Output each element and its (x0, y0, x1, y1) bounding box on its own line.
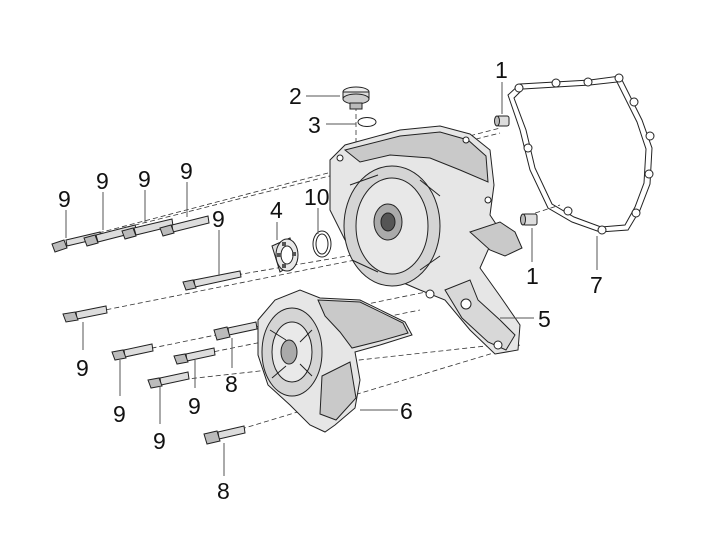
filler-plug (342, 86, 370, 110)
label-part-9-h: 9 (188, 393, 201, 419)
label-part-4: 4 (270, 197, 283, 223)
label-part-2: 2 (289, 83, 302, 109)
outer-cover (257, 289, 413, 433)
bolt-8-b (203, 425, 246, 445)
plug-o-ring (357, 117, 377, 127)
bolt-9-g (111, 343, 154, 361)
label-part-3: 3 (308, 112, 321, 138)
gasket (507, 73, 655, 235)
label-part-5: 5 (538, 306, 551, 332)
label-part-9-a: 9 (58, 186, 71, 212)
o-ring (312, 230, 332, 258)
inspection-cap (271, 237, 299, 273)
label-part-9-e: 9 (212, 206, 225, 232)
dowel-pin-lower (520, 213, 538, 226)
label-part-9-g: 9 (113, 401, 126, 427)
part-labels: 1 1 2 3 4 5 6 7 8 8 9 9 9 9 9 9 9 9 9 10 (58, 57, 603, 504)
label-part-8-a: 8 (225, 371, 238, 397)
label-part-1-lower: 1 (526, 263, 539, 289)
label-part-7: 7 (590, 272, 603, 298)
label-part-9-b: 9 (96, 168, 109, 194)
label-part-9-i: 9 (153, 428, 166, 454)
label-part-9-d: 9 (180, 158, 193, 184)
bolt-9-h (173, 347, 216, 365)
leader-lines (65, 82, 598, 476)
label-part-10: 10 (304, 184, 330, 210)
bolt-9-i (147, 371, 190, 389)
label-part-6: 6 (400, 398, 413, 424)
bolt-9-c (121, 218, 174, 240)
bolt-8-a (213, 321, 258, 341)
bolt-9-e (182, 270, 242, 291)
label-part-8-b: 8 (217, 478, 230, 504)
dowel-pin-upper (494, 115, 510, 127)
crankcase-cover (329, 125, 523, 355)
label-part-9-f: 9 (76, 355, 89, 381)
bolt-9-d (159, 215, 210, 237)
bolt-9-f (62, 305, 108, 323)
label-part-1-upper: 1 (495, 57, 508, 83)
label-part-9-c: 9 (138, 166, 151, 192)
